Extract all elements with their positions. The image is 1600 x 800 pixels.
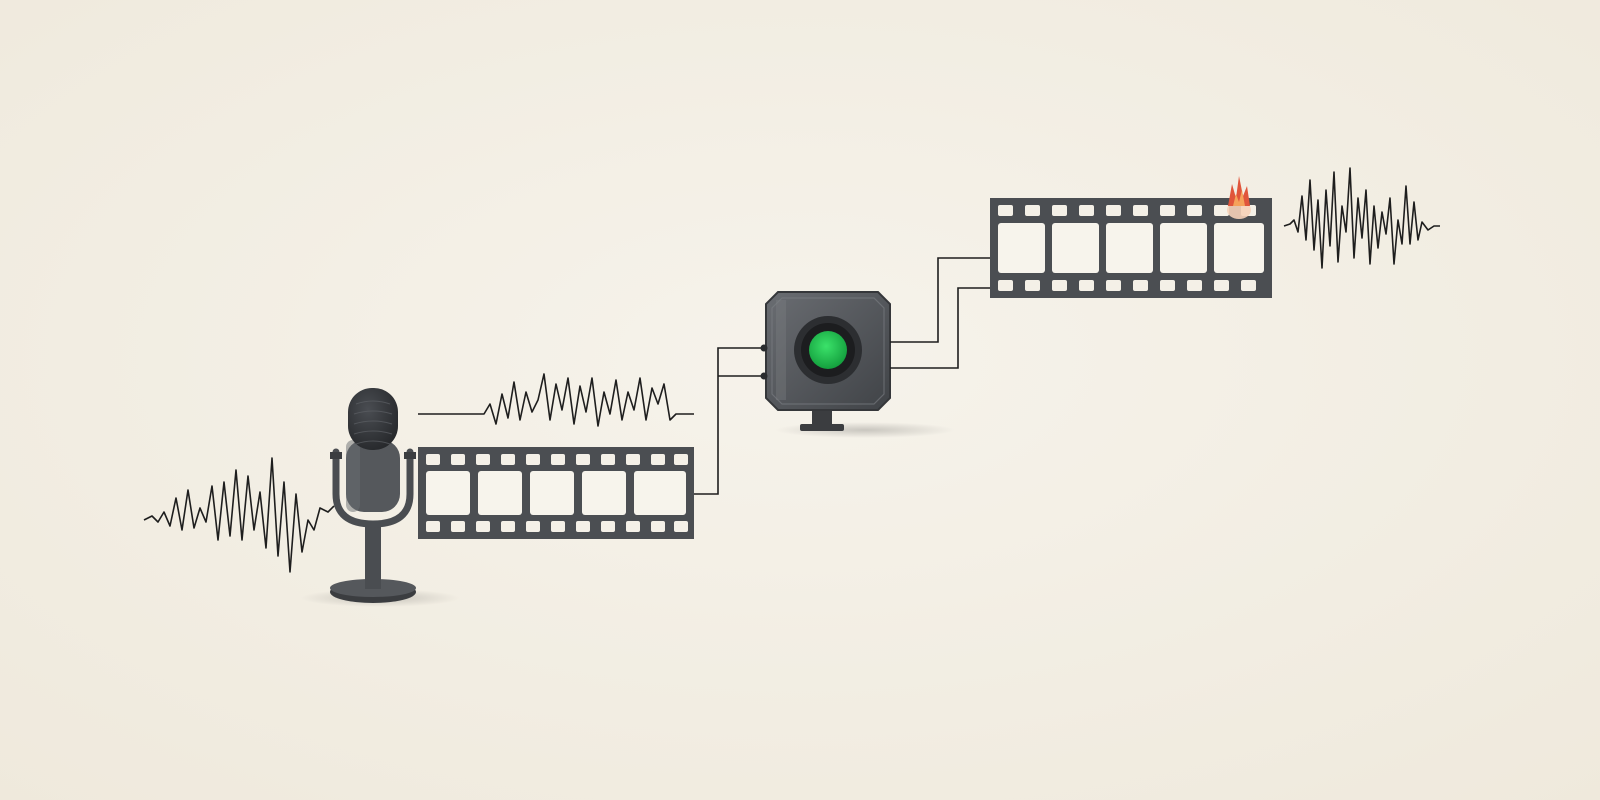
status-light-green — [809, 331, 847, 369]
film-frames — [998, 223, 1264, 273]
film-sprocket-holes-bottom — [426, 521, 688, 532]
processor-box-icon — [760, 291, 955, 438]
film-strip-output — [990, 176, 1272, 298]
mic-head — [348, 388, 398, 450]
mic-yoke — [332, 448, 414, 528]
processor-port-1 — [760, 344, 768, 352]
flame-icon — [1227, 176, 1251, 219]
mic-stand — [365, 525, 381, 589]
film-strip-input — [418, 447, 694, 539]
input-waveform — [143, 457, 335, 573]
mic-output-waveform — [418, 373, 694, 427]
microphone-icon — [300, 388, 460, 607]
processor-port-2 — [760, 372, 768, 380]
connector-lines-input — [694, 347, 762, 495]
film-sprocket-holes-top — [426, 454, 688, 465]
film-sprocket-holes-bottom — [998, 280, 1256, 291]
connector-lines-output — [890, 257, 990, 369]
processor-stand — [812, 408, 832, 426]
final-output-waveform — [1283, 167, 1440, 269]
film-frames — [426, 471, 686, 515]
